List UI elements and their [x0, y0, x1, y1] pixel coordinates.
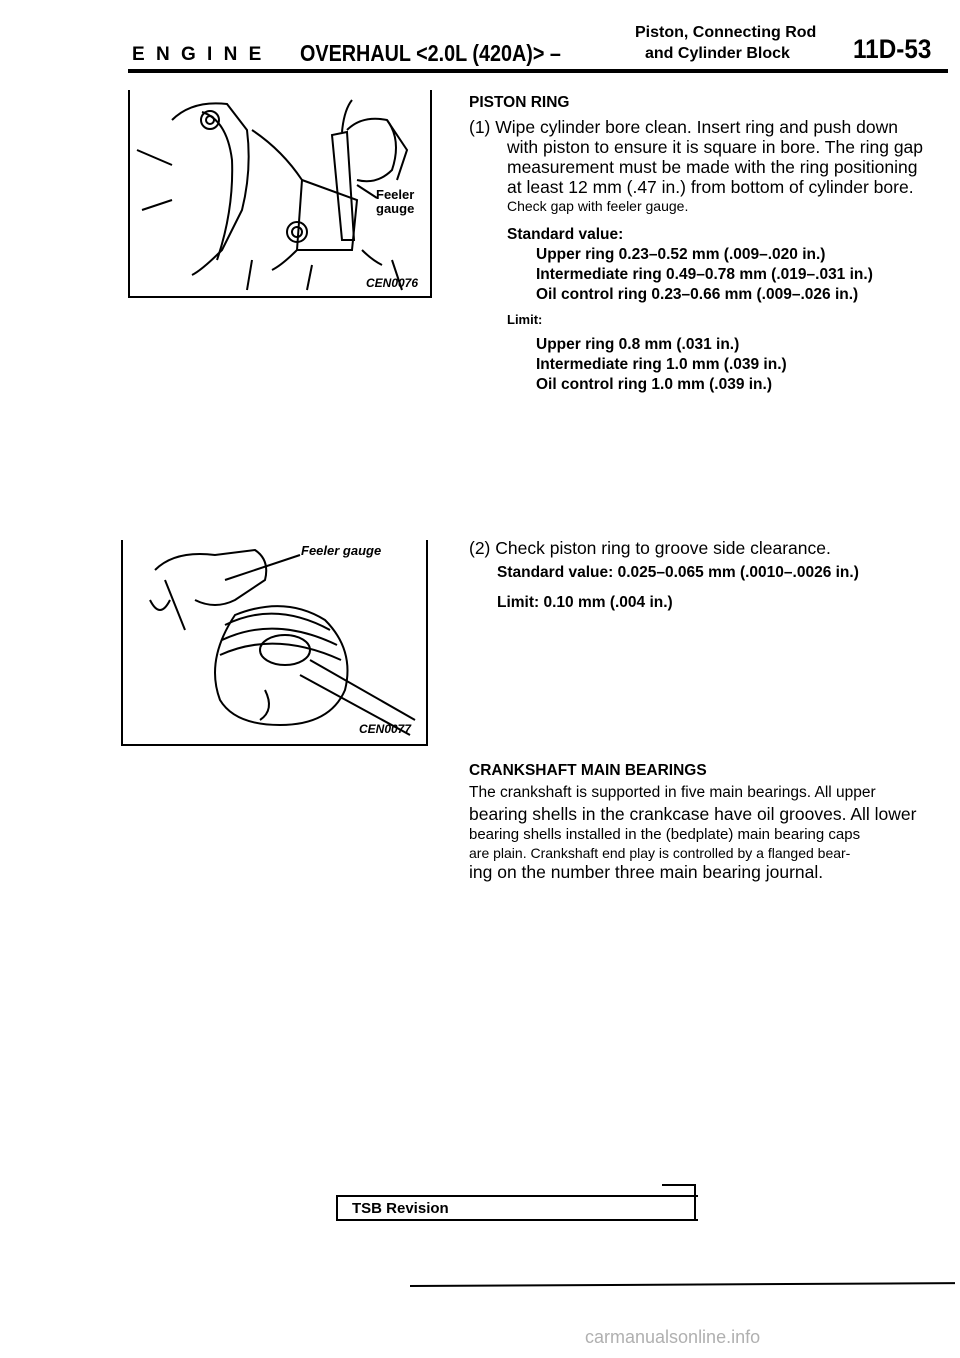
header-overhaul: OVERHAUL <2.0L (420A)> – [300, 40, 561, 66]
limit-oil: Oil control ring 1.0 mm (.039 in.) [536, 376, 772, 393]
limit-intermediate: Intermediate ring 1.0 mm (.039 in.) [536, 356, 787, 373]
step1-line4: at least 12 mm (.47 in.) from bottom of … [507, 177, 914, 197]
crankshaft-line5: ing on the number three main bearing jou… [469, 862, 824, 882]
watermark: carmanualsonline.info [585, 1327, 761, 1347]
fig2-caption: CEN0077 [359, 722, 412, 736]
fig1-label-line1: Feeler [376, 187, 415, 202]
header-engine: E N G I N E [132, 44, 265, 65]
header-rule [128, 69, 948, 73]
page-number: 11D-53 [853, 34, 932, 64]
tsb-revision-box [336, 1195, 698, 1221]
ring-gap-illustration [136, 99, 409, 291]
step1-line3: measurement must be made with the ring p… [507, 157, 918, 177]
tsb-box-notch-v [694, 1184, 696, 1219]
crankshaft-line2: bearing shells in the crankcase have oil… [469, 804, 917, 824]
footer-rule [409, 1282, 955, 1287]
step2-limit: Limit: 0.10 mm (.004 in.) [497, 594, 673, 611]
fig2-label: Feeler gauge [301, 543, 382, 558]
step2-standard: Standard value: 0.025–0.065 mm (.0010–.0… [497, 564, 859, 581]
standard-value-label: Standard value: [507, 226, 624, 243]
limit-label: Limit: [507, 312, 543, 327]
figure-ring-gap: Feeler gauge CEN0076 [128, 90, 432, 298]
crankshaft-line1: The crankshaft is supported in five main… [469, 784, 876, 801]
step1-line5: Check gap with feeler gauge. [507, 198, 689, 214]
limit-upper: Upper ring 0.8 mm (.031 in.) [536, 336, 740, 353]
side-clearance-illustration [149, 548, 416, 736]
crankshaft-line4: are plain. Crankshaft end play is contro… [469, 845, 851, 861]
figure-side-clearance: Feeler gauge CEN0077 [121, 540, 429, 746]
crankshaft-line3: bearing shells installed in the (bedplat… [469, 826, 861, 843]
fig1-label: Feeler gauge [376, 188, 414, 216]
piston-ring-heading: PISTON RING [469, 94, 570, 111]
header-subtitle-line2: and Cylinder Block [645, 45, 790, 62]
fig1-label-line2: gauge [376, 201, 415, 216]
header-subtitle-line1: Piston, Connecting Rod [635, 24, 817, 41]
step1-line1: (1) Wipe cylinder bore clean. Insert rin… [469, 117, 898, 137]
standard-value-oil: Oil control ring 0.23–0.66 mm (.009–.026… [536, 286, 859, 303]
fig1-caption: CEN0076 [366, 276, 419, 290]
step1-line2: with piston to ensure it is square in bo… [507, 137, 924, 157]
step2-line1: (2) Check piston ring to groove side cle… [469, 538, 831, 558]
tsb-revision-label: TSB Revision [352, 1200, 449, 1217]
crankshaft-heading: CRANKSHAFT MAIN BEARINGS [469, 762, 707, 779]
standard-value-upper: Upper ring 0.23–0.52 mm (.009–.020 in.) [536, 246, 826, 263]
standard-value-intermediate: Intermediate ring 0.49–0.78 mm (.019–.03… [536, 266, 873, 283]
tsb-box-notch-h [662, 1184, 696, 1186]
